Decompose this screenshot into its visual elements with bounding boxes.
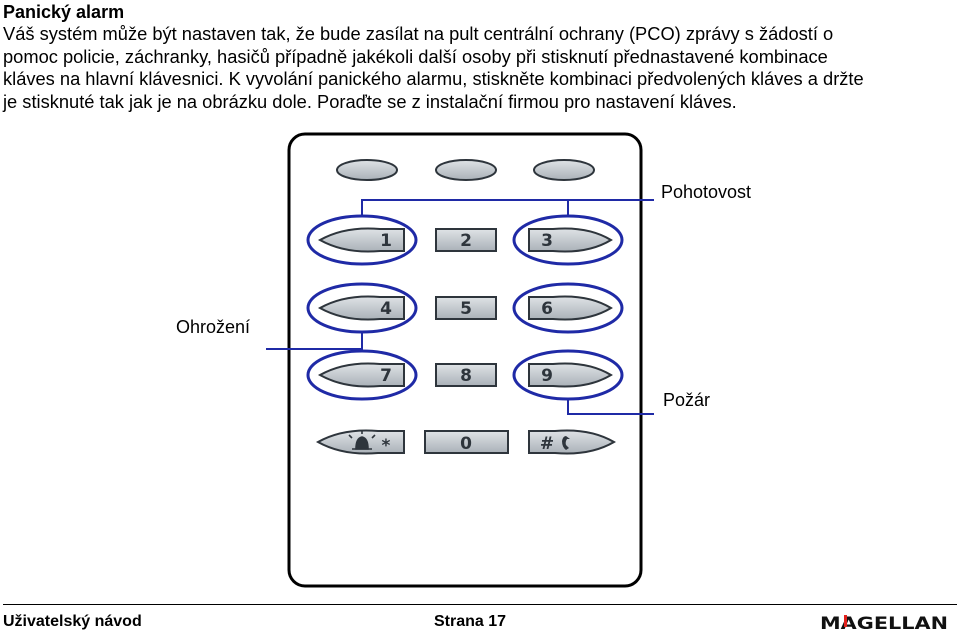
key-2 — [435, 228, 497, 252]
paragraph-line: pomoc policie, záchranky, hasičů případn… — [3, 45, 828, 67]
key-label: 3 — [541, 231, 553, 251]
key-9 — [528, 362, 613, 388]
connector-emergency — [361, 199, 654, 216]
key-label: # — [540, 434, 554, 454]
key-4 — [317, 295, 405, 321]
key-7 — [317, 362, 405, 388]
callout-emergency: Pohotovost — [661, 182, 752, 202]
key-5 — [435, 296, 497, 320]
paragraph-line: kláves na hlavní klávesnici. K vyvolání … — [3, 68, 864, 90]
keypad-outline — [287, 132, 643, 588]
paragraph-line: Váš systém může být nastaven tak, že bud… — [3, 23, 834, 44]
footer-title: Uživatelský návod — [3, 613, 142, 630]
phone-icon — [562, 436, 570, 450]
key-6 — [528, 295, 613, 321]
function-key — [533, 159, 595, 181]
paragraph-line: je stisknuté tak jak je na obrázku dole.… — [3, 90, 737, 112]
page-number: Strana 17 — [434, 613, 507, 630]
key-label: 4 — [380, 299, 392, 319]
key-hash — [528, 429, 616, 455]
key-label: 7 — [380, 366, 392, 386]
key-label: 0 — [460, 434, 472, 454]
key-label: * — [382, 436, 391, 456]
page-footer: Uživatelský návod Strana 17 MAGELLAN — [0, 604, 960, 636]
callout-fire: Požár — [663, 390, 711, 410]
bell-icon — [348, 431, 376, 450]
key-label: 8 — [460, 366, 472, 386]
key-8 — [435, 363, 497, 387]
intro-paragraph: Váš systém může být nastaven tak, že bud… — [3, 23, 958, 113]
callout-threat: Ohrožení — [176, 317, 251, 337]
logo-accent — [844, 615, 847, 627]
logo-text: MAGELLAN — [820, 614, 948, 632]
function-key — [435, 159, 497, 181]
key-label: 1 — [380, 231, 392, 251]
function-key — [336, 159, 398, 181]
key-1 — [317, 227, 405, 253]
connector-fire — [567, 399, 654, 415]
key-label: 5 — [460, 299, 472, 319]
magellan-logo: MAGELLAN — [820, 614, 948, 632]
key-0 — [424, 430, 509, 454]
connector-threat — [266, 332, 363, 351]
key-3 — [528, 227, 613, 253]
key-label: 6 — [541, 299, 553, 319]
section-heading: Panický alarm — [3, 2, 125, 22]
footer-divider — [3, 604, 957, 605]
key-label: 2 — [460, 231, 472, 251]
key-label: 9 — [541, 366, 553, 386]
highlight-oval — [512, 282, 624, 334]
